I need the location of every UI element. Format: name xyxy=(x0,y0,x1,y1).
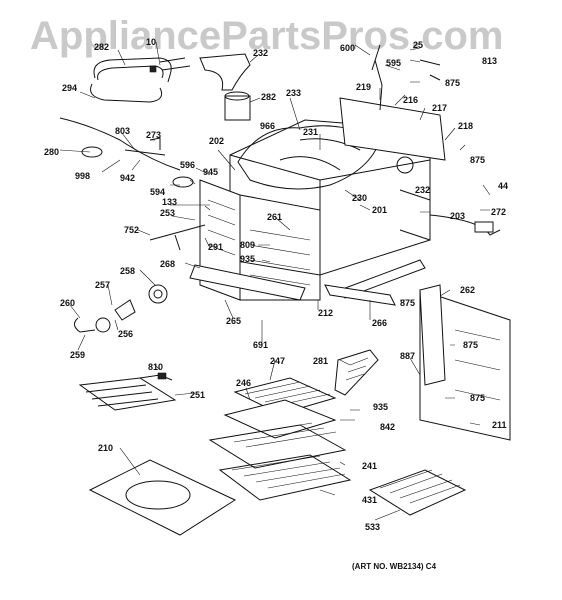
callout-label: 273 xyxy=(146,130,162,140)
leader-lines xyxy=(59,41,491,521)
callout-label: 842 xyxy=(380,422,396,432)
callout-label: 210 xyxy=(98,443,114,453)
callout-label: 25 xyxy=(413,40,424,50)
callout-label: 211 xyxy=(492,420,507,430)
broiler-pan xyxy=(223,377,337,439)
callout-label: 232 xyxy=(253,48,269,58)
callout-label: 268 xyxy=(160,259,176,269)
callout-label: 258 xyxy=(120,266,136,276)
callout-label: 218 xyxy=(458,121,474,131)
callout-label: 282 xyxy=(261,92,277,102)
callout-label: 595 xyxy=(386,58,402,68)
callout-label: 233 xyxy=(286,88,302,98)
wiring xyxy=(59,117,206,251)
callout-label: 596 xyxy=(180,160,196,170)
callout-label: 875 xyxy=(470,155,486,165)
callout-label: 431 xyxy=(362,495,378,505)
callout-label: 260 xyxy=(60,298,76,308)
callout-label: 202 xyxy=(209,136,225,146)
callout-label: 875 xyxy=(463,340,479,350)
callout-label: 280 xyxy=(44,147,60,157)
callout-label: 253 xyxy=(160,208,176,218)
callout-label: 230 xyxy=(352,193,368,203)
callout-label: 875 xyxy=(470,393,486,403)
callout-label: 813 xyxy=(482,56,498,66)
callout-label: 201 xyxy=(372,205,388,215)
callout-label: 272 xyxy=(491,207,507,217)
callout-label: 875 xyxy=(445,78,461,88)
callout-label: 945 xyxy=(203,167,219,177)
callout-label: 809 xyxy=(240,240,256,250)
callout-label: 533 xyxy=(365,522,381,532)
harness xyxy=(371,44,501,236)
light-socket xyxy=(74,284,168,333)
callout-label: 246 xyxy=(236,378,252,388)
callout-label: 752 xyxy=(124,225,140,235)
small-rack xyxy=(368,469,467,516)
callout-label: 256 xyxy=(118,329,134,339)
bake-element xyxy=(78,372,177,411)
callout-label: 219 xyxy=(356,82,372,92)
callout-label: 266 xyxy=(372,318,388,328)
oven-bottom-panel xyxy=(88,459,237,536)
callout-label: 133 xyxy=(162,197,178,207)
callout-label: 265 xyxy=(226,316,242,326)
callout-label: 10 xyxy=(146,37,157,47)
callout-label: 203 xyxy=(450,211,466,221)
callout-label: 247 xyxy=(270,356,286,366)
callout-label: 887 xyxy=(400,351,416,361)
callout-label: 291 xyxy=(208,242,224,252)
callout-label: 935 xyxy=(240,254,256,264)
callout-label: 998 xyxy=(75,171,91,181)
callout-label: 294 xyxy=(62,83,78,93)
callout-label: 594 xyxy=(150,187,166,197)
callout-label: 241 xyxy=(362,461,378,471)
callout-label: 232 xyxy=(415,185,431,195)
callout-label: 257 xyxy=(95,280,111,290)
callout-label: 259 xyxy=(70,350,86,360)
callout-label: 966 xyxy=(260,121,276,131)
oven-cavity xyxy=(189,97,446,306)
callout-label: 217 xyxy=(432,103,448,113)
callout-label: 935 xyxy=(373,402,389,412)
callout-label: 261 xyxy=(267,212,283,222)
callout-label: 262 xyxy=(460,285,476,295)
callout-label: 44 xyxy=(498,181,509,191)
callout-label: 803 xyxy=(115,126,131,136)
callout-label: 600 xyxy=(340,43,356,53)
callout-label: 212 xyxy=(318,308,334,318)
watermark: AppliancePartsPros.com xyxy=(30,14,504,58)
vent-duct xyxy=(199,53,251,121)
oven-rack xyxy=(208,422,352,501)
art-number: (ART NO. WB2134) C4 xyxy=(352,562,437,571)
callout-label: 251 xyxy=(190,390,206,400)
door-hinge xyxy=(334,349,379,396)
broil-element xyxy=(90,57,191,103)
callout-label: 691 xyxy=(253,340,269,350)
callout-label: 282 xyxy=(94,42,110,52)
callout-label: 875 xyxy=(400,298,416,308)
callout-label: 942 xyxy=(120,173,136,183)
callout-label: 216 xyxy=(403,95,419,105)
callout-label: 810 xyxy=(148,362,164,372)
callout-label: 231 xyxy=(303,127,319,137)
callout-label: 281 xyxy=(313,356,329,366)
side-panel xyxy=(419,284,511,441)
